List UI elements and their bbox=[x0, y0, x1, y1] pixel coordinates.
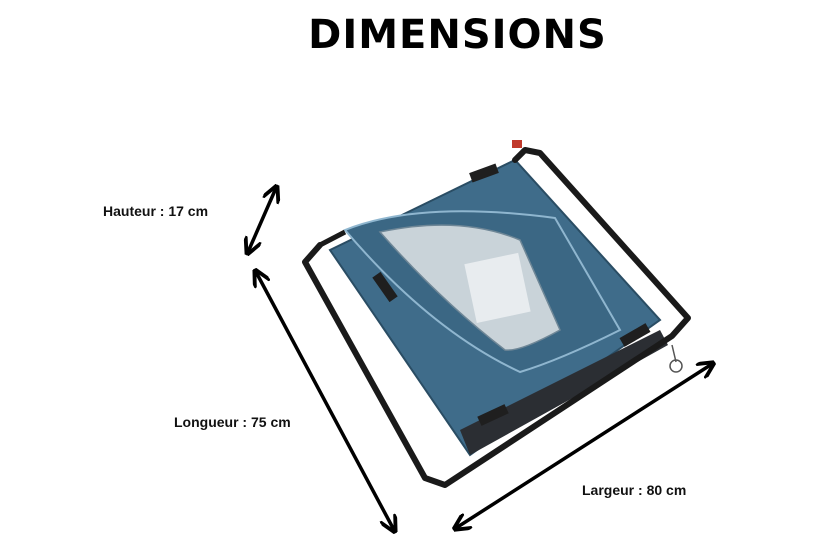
height-arrow bbox=[248, 188, 276, 252]
width-arrow bbox=[456, 364, 712, 528]
page-title: DIMENSIONS bbox=[308, 12, 607, 58]
length-arrow bbox=[256, 272, 394, 530]
folded-trailer-image bbox=[302, 140, 691, 488]
height-label: Hauteur : 17 cm bbox=[103, 203, 209, 219]
